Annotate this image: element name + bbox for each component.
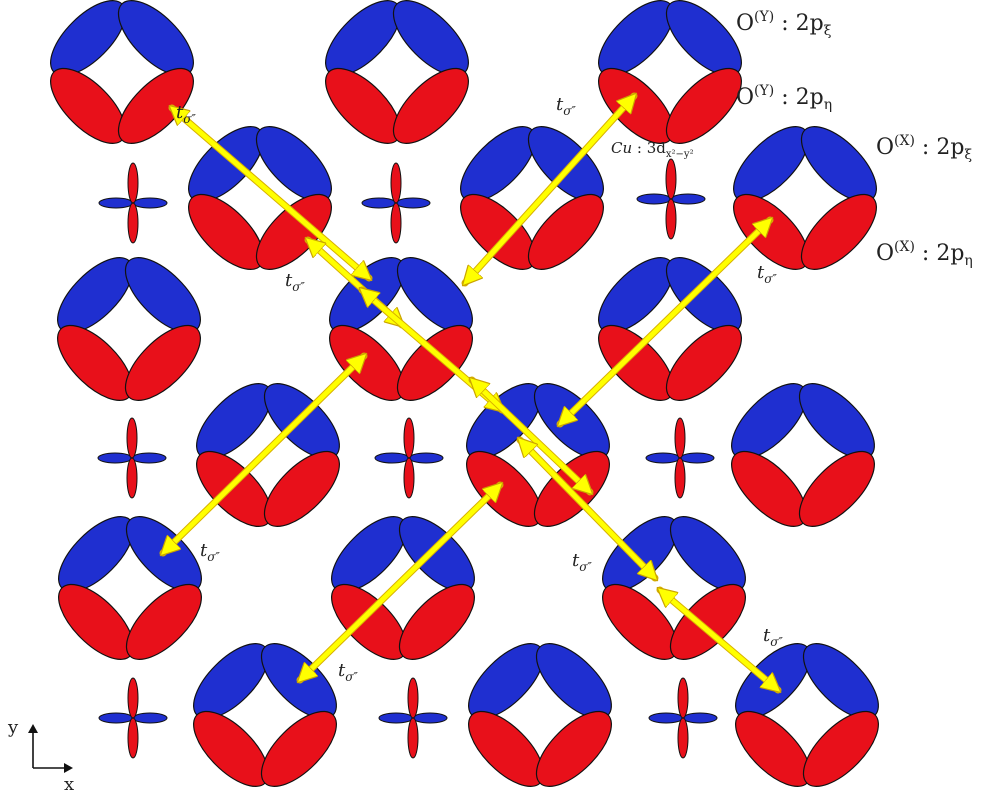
negative-lobe bbox=[671, 194, 705, 204]
copper-d-orbital bbox=[646, 418, 714, 498]
positive-lobe bbox=[128, 718, 138, 758]
oxygen-p-orbital-pair bbox=[719, 371, 886, 538]
positive-lobe bbox=[666, 159, 676, 199]
oxygen-p-orbital-pair bbox=[456, 631, 623, 798]
oxygen-p-orbital-pair bbox=[313, 0, 480, 156]
positive-lobe bbox=[127, 458, 137, 498]
negative-lobe bbox=[362, 198, 396, 208]
copper-d-orbital bbox=[98, 418, 166, 498]
negative-lobe bbox=[683, 713, 717, 723]
positive-lobe bbox=[404, 458, 414, 498]
negative-lobe bbox=[649, 713, 683, 723]
oxygen-p-orbital-pair bbox=[45, 245, 212, 412]
positive-lobe bbox=[678, 718, 688, 758]
copper-d-orbital bbox=[375, 418, 443, 498]
positive-lobe bbox=[675, 418, 685, 458]
axes-indicator: y x bbox=[7, 717, 74, 795]
label-oy-2p-eta: O(Y) : 2pη bbox=[736, 83, 832, 113]
negative-lobe bbox=[132, 453, 166, 463]
oxygen-p-orbital-pair bbox=[721, 114, 888, 281]
hopping-label: tσ″ bbox=[763, 625, 783, 649]
label-oy-2p-xi: O(Y) : 2pξ bbox=[736, 9, 832, 39]
positive-lobe bbox=[666, 199, 676, 239]
positive-lobe bbox=[391, 163, 401, 203]
positive-lobe bbox=[128, 203, 138, 243]
positive-lobe bbox=[408, 718, 418, 758]
negative-lobe bbox=[133, 713, 167, 723]
hopping-label: tσ″ bbox=[338, 660, 358, 684]
oxygen-p-orbital-pair bbox=[586, 0, 753, 156]
oxygen-p-orbital-pair bbox=[723, 631, 890, 798]
positive-lobe bbox=[678, 678, 688, 718]
negative-lobe bbox=[413, 713, 447, 723]
positive-lobe bbox=[408, 678, 418, 718]
negative-lobe bbox=[646, 453, 680, 463]
negative-lobe bbox=[133, 198, 167, 208]
copper-d-orbital bbox=[99, 163, 167, 243]
negative-lobe bbox=[379, 713, 413, 723]
axis-y-label: y bbox=[7, 717, 19, 738]
copper-d-orbital bbox=[649, 678, 717, 758]
positive-lobe bbox=[127, 418, 137, 458]
label-ox-2p-xi: O(X) : 2pξ bbox=[876, 133, 972, 163]
negative-lobe bbox=[680, 453, 714, 463]
hopping-label: tσ″ bbox=[176, 102, 196, 126]
hopping-label: tσ″ bbox=[285, 270, 305, 294]
label-ox-2p-eta: O(X) : 2pη bbox=[876, 239, 973, 269]
negative-lobe bbox=[98, 453, 132, 463]
positive-lobe bbox=[391, 203, 401, 243]
copper-orbitals-layer bbox=[98, 159, 717, 758]
positive-lobe bbox=[128, 163, 138, 203]
oxygen-p-orbital-pair bbox=[590, 504, 757, 671]
negative-lobe bbox=[99, 198, 133, 208]
hopping-label: tσ″ bbox=[757, 262, 777, 286]
hopping-label: tσ″ bbox=[572, 550, 592, 574]
negative-lobe bbox=[409, 453, 443, 463]
axis-x-label: x bbox=[64, 774, 74, 795]
negative-lobe bbox=[396, 198, 430, 208]
hopping-label: tσ″ bbox=[200, 540, 220, 564]
oxygen-p-orbital-pair bbox=[586, 245, 753, 412]
oxygen-p-orbital-pair bbox=[176, 114, 343, 281]
copper-d-orbital bbox=[379, 678, 447, 758]
negative-lobe bbox=[375, 453, 409, 463]
negative-lobe bbox=[637, 194, 671, 204]
oxygen-p-orbital-pair bbox=[38, 0, 205, 156]
positive-lobe bbox=[128, 678, 138, 718]
hopping-label: tσ″ bbox=[556, 94, 576, 118]
negative-lobe bbox=[99, 713, 133, 723]
positive-lobe bbox=[404, 418, 414, 458]
positive-lobe bbox=[675, 458, 685, 498]
copper-d-orbital bbox=[637, 159, 705, 239]
oxygen-p-orbital-pair bbox=[319, 504, 486, 671]
copper-d-orbital bbox=[362, 163, 430, 243]
copper-d-orbital bbox=[99, 678, 167, 758]
